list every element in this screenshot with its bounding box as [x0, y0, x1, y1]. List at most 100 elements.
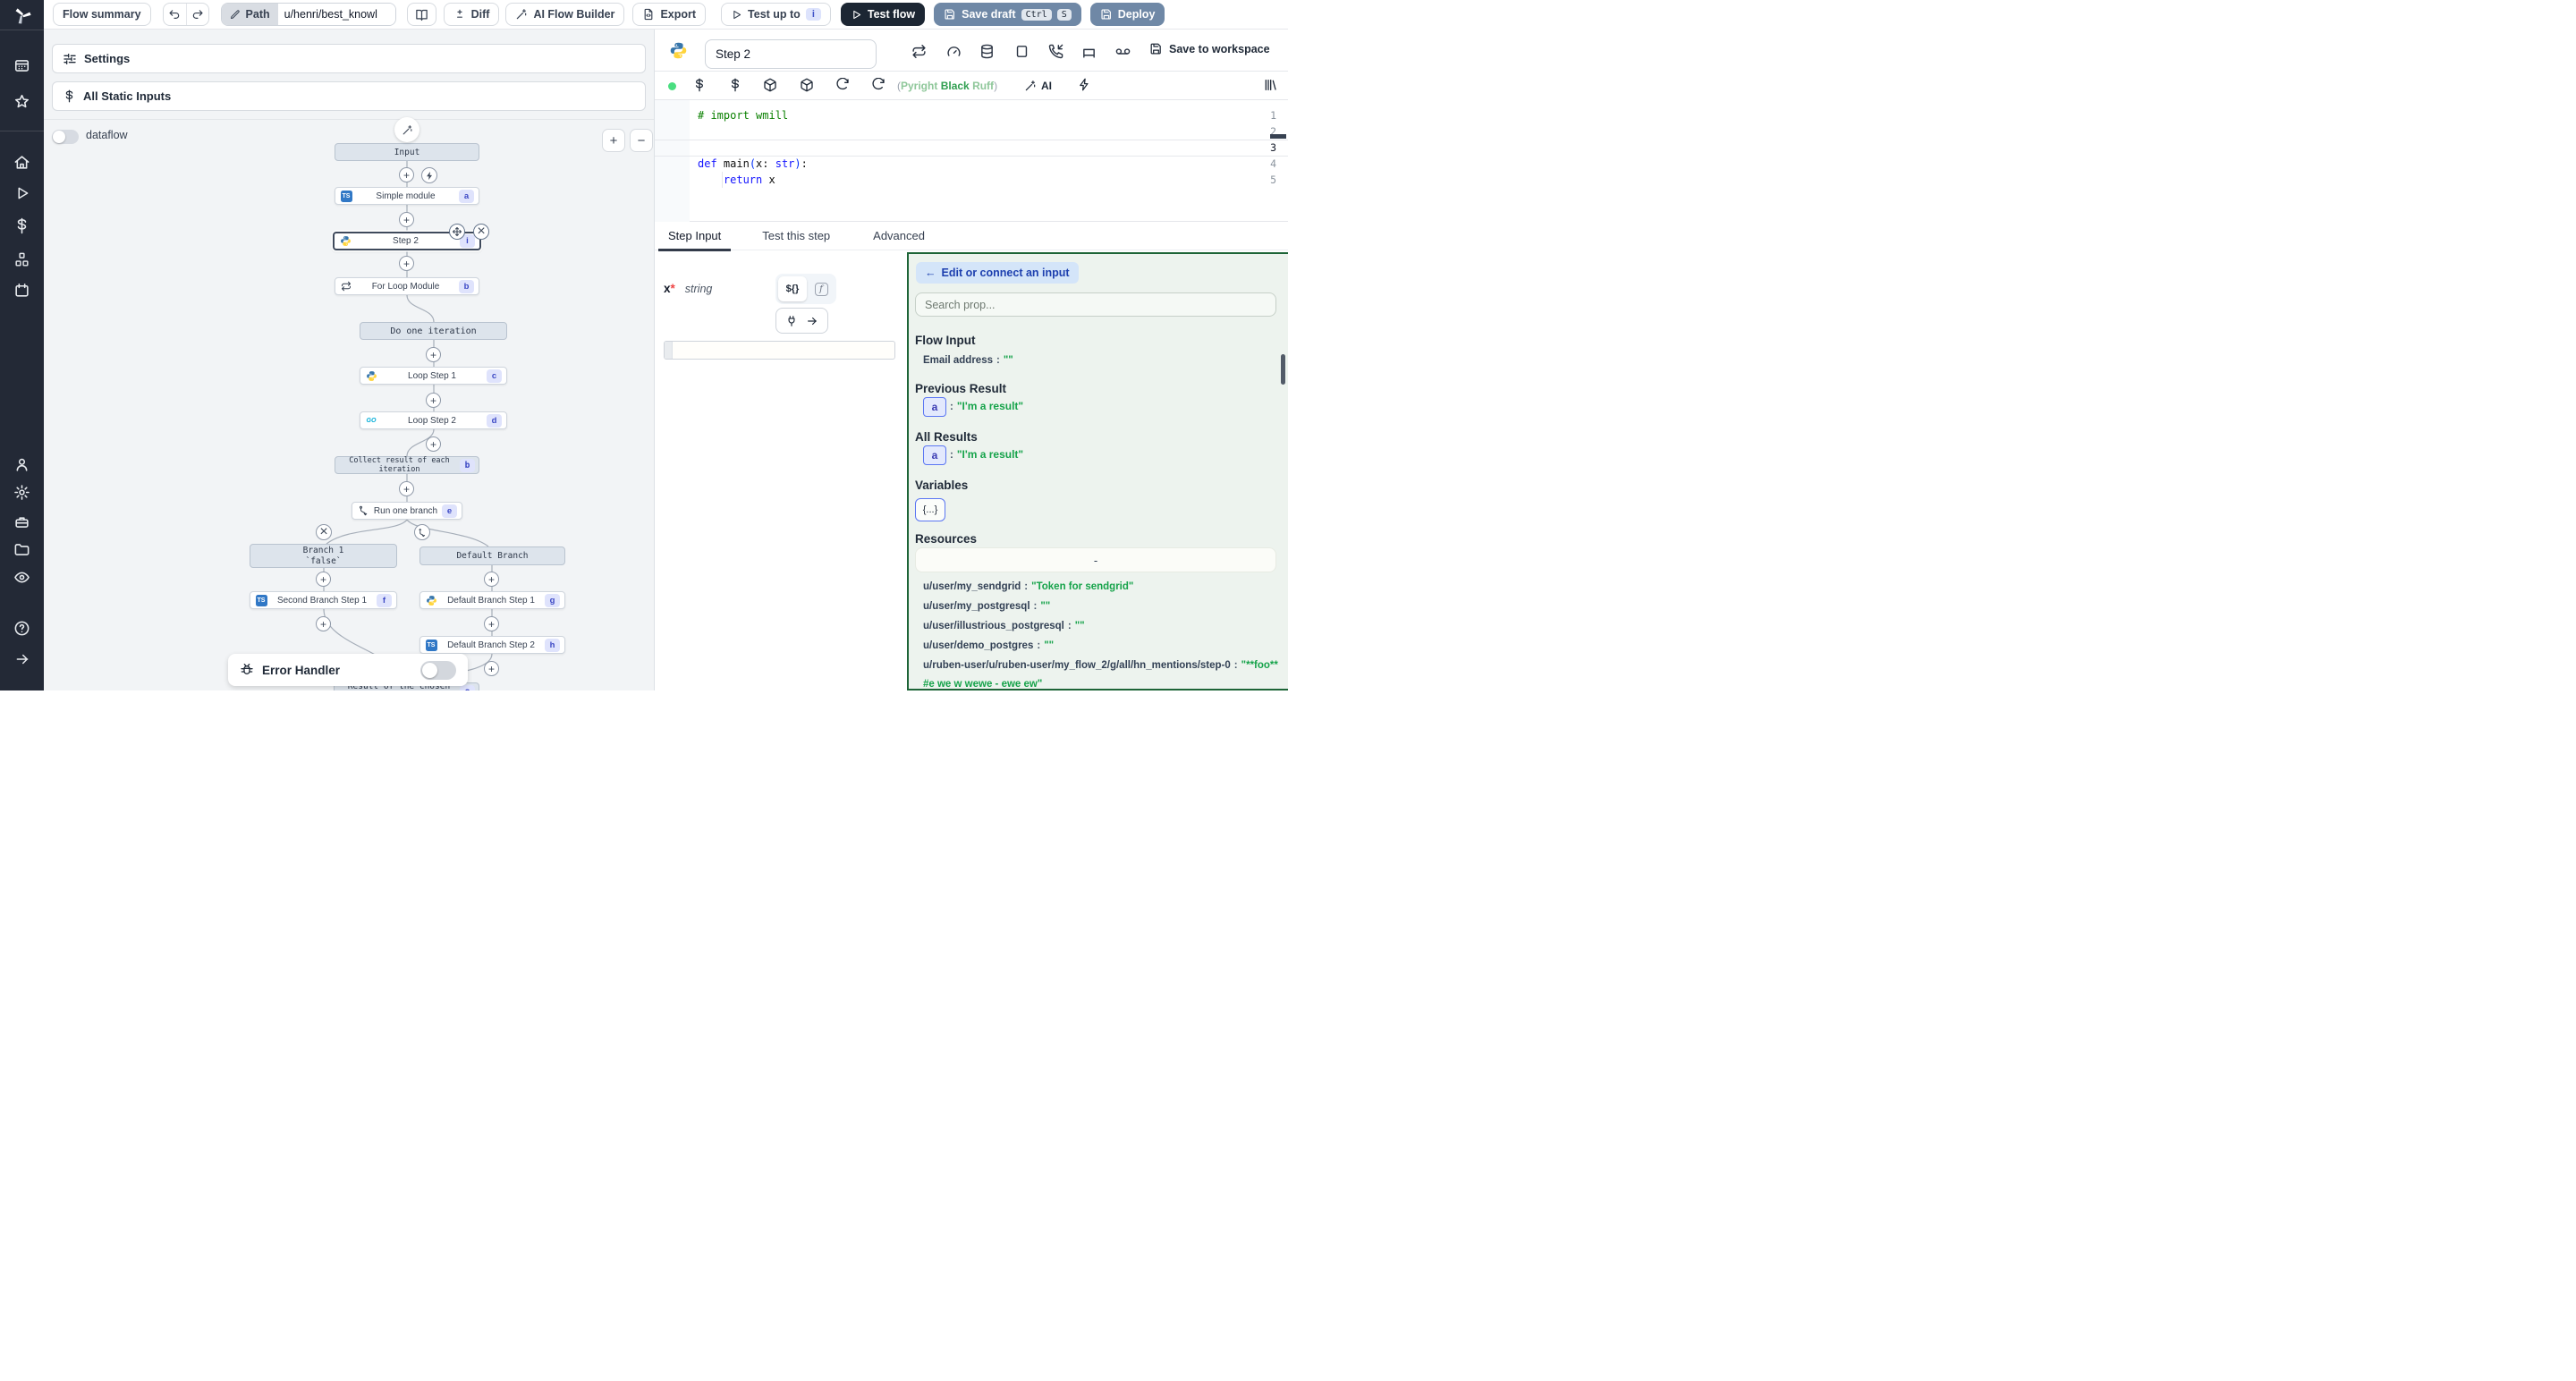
sidebar-item-favorites[interactable]: [0, 89, 44, 114]
ai-step-wand-icon[interactable]: [394, 117, 419, 142]
sidebar-expand-icon[interactable]: [0, 647, 44, 672]
editor-scrollbar-mark[interactable]: [1270, 134, 1286, 139]
flow-node-loop-step-1[interactable]: Loop Step 1 c: [360, 367, 507, 385]
resource-row[interactable]: u/user/my_postgresql:"": [923, 597, 1279, 616]
resource-row[interactable]: u/user/demo_postgres:"": [923, 637, 1279, 656]
add-step-button[interactable]: +: [426, 436, 441, 452]
sidebar-item-runs[interactable]: [0, 181, 44, 206]
diff-button[interactable]: Diff: [444, 3, 500, 26]
variables-chip[interactable]: {...}: [915, 498, 945, 521]
flow-node-for-loop[interactable]: For Loop Module b: [335, 277, 479, 295]
sidebar-item-schedules[interactable]: [0, 277, 44, 302]
package-icon[interactable]: [800, 78, 816, 94]
trigger-bolt-icon[interactable]: [421, 167, 437, 183]
connect-input-button[interactable]: [775, 308, 828, 334]
flow-summary-button[interactable]: Flow summary: [53, 3, 151, 26]
function-toggle[interactable]: f: [809, 276, 834, 301]
tab-test-this-step[interactable]: Test this step: [749, 222, 843, 250]
sidebar-item-user[interactable]: [0, 452, 44, 477]
flow-node-branch-1[interactable]: Branch 1 `false`: [250, 544, 397, 568]
test-up-to-button[interactable]: Test up to i: [721, 3, 831, 26]
add-step-button[interactable]: +: [426, 347, 441, 362]
flow-node-simple-module[interactable]: TS Simple module a: [335, 187, 479, 205]
search-prop-input[interactable]: [915, 292, 1276, 317]
add-step-button[interactable]: +: [399, 212, 414, 227]
voicemail-icon[interactable]: [1115, 44, 1131, 59]
dollar-icon[interactable]: [692, 78, 708, 94]
add-branch-icon[interactable]: [414, 524, 430, 540]
add-step-button[interactable]: +: [316, 616, 331, 631]
gauge-icon[interactable]: [946, 44, 962, 59]
sidebar-item-settings[interactable]: [0, 479, 44, 504]
sidebar-item-home[interactable]: [0, 149, 44, 174]
sidebar-item-resources[interactable]: [0, 247, 44, 272]
save-draft-button[interactable]: Save draft Ctrl S: [934, 3, 1081, 26]
flow-node-default-branch-step-1[interactable]: Default Branch Step 1 g: [419, 591, 565, 609]
sidebar-item-audit-logs[interactable]: [0, 564, 44, 589]
flow-input-row[interactable]: Email address:"": [923, 355, 1013, 366]
add-step-button[interactable]: +: [484, 661, 499, 676]
flow-node-loop-step-2[interactable]: GO Loop Step 2 d: [360, 411, 507, 429]
edit-or-connect-chip[interactable]: ← Edit or connect an input: [916, 262, 1079, 284]
frame-icon[interactable]: [1081, 44, 1097, 59]
flow-node-do-one-iteration[interactable]: Do one iteration: [360, 322, 507, 340]
bolt-icon[interactable]: [1078, 78, 1094, 94]
remove-branch-icon[interactable]: ×: [316, 524, 332, 540]
add-step-button[interactable]: +: [399, 481, 414, 496]
resource-row[interactable]: u/user/illustrious_postgresql:"": [923, 617, 1279, 636]
argument-value-input[interactable]: [664, 341, 895, 360]
template-expr-toggle[interactable]: ${}: [778, 276, 807, 301]
sidebar-item-workers[interactable]: [0, 509, 44, 534]
add-step-button[interactable]: +: [316, 572, 331, 587]
previous-result-row[interactable]: a:"I'm a result": [923, 397, 1023, 417]
flow-node-second-branch-step-1[interactable]: TS Second Branch Step 1 f: [250, 591, 397, 609]
ai-flow-builder-button[interactable]: AI Flow Builder: [505, 3, 624, 26]
windmill-logo-icon[interactable]: [0, 0, 44, 30]
path-label[interactable]: Path: [222, 4, 278, 25]
sidebar-item-apps[interactable]: [0, 53, 44, 78]
flow-node-default-branch[interactable]: Default Branch: [419, 546, 565, 565]
sidebar-item-folders[interactable]: [0, 537, 44, 562]
code-editor[interactable]: 1 2 3 4 5 # import wmill def main(x: str…: [655, 100, 1288, 222]
flow-node-input[interactable]: Input: [335, 143, 479, 161]
test-flow-button[interactable]: Test flow: [841, 3, 925, 26]
ai-assistant-button[interactable]: AI: [1024, 78, 1060, 94]
error-handler-toggle[interactable]: [420, 661, 456, 680]
resources-empty-box[interactable]: -: [915, 547, 1276, 572]
tab-step-input[interactable]: Step Input: [655, 222, 734, 250]
add-step-button[interactable]: +: [399, 256, 414, 271]
docs-button[interactable]: [407, 3, 436, 26]
rotate-icon[interactable]: [835, 78, 852, 94]
database-icon[interactable]: [979, 44, 995, 59]
sidebar-item-variables[interactable]: [0, 213, 44, 238]
resource-row[interactable]: u/ruben-user/u/ruben-user/my_flow_2/g/al…: [923, 657, 1279, 690]
export-button[interactable]: Export: [632, 3, 706, 26]
flow-node-default-branch-step-2[interactable]: TS Default Branch Step 2 h: [419, 636, 565, 654]
add-step-button[interactable]: +: [484, 616, 499, 631]
sidebar-item-help[interactable]: [0, 615, 44, 640]
dollar-icon[interactable]: [728, 78, 744, 94]
code-assistants-status[interactable]: (Pyright Black Ruff): [897, 80, 997, 92]
package-icon[interactable]: [763, 78, 779, 94]
flow-node-run-one-branch[interactable]: Run one branch e: [352, 502, 462, 520]
step-name-input[interactable]: [705, 39, 877, 69]
add-step-button[interactable]: +: [399, 167, 414, 182]
move-step-icon[interactable]: [449, 224, 465, 240]
save-to-workspace-button[interactable]: Save to workspace: [1149, 42, 1270, 55]
phone-incoming-icon[interactable]: [1048, 44, 1063, 59]
library-icon[interactable]: [1263, 78, 1279, 94]
add-step-button[interactable]: +: [484, 572, 499, 587]
scrollbar-thumb[interactable]: [1281, 354, 1285, 385]
delete-step-icon[interactable]: ×: [473, 224, 489, 240]
restart-icon[interactable]: [911, 44, 927, 59]
tab-advanced[interactable]: Advanced: [860, 222, 938, 250]
rotate-icon[interactable]: [871, 78, 887, 94]
redo-button[interactable]: [186, 4, 208, 25]
resource-row[interactable]: u/user/my_sendgrid:"Token for sendgrid": [923, 578, 1279, 597]
flow-node-collect-result[interactable]: Collect result of each iteration b: [335, 456, 479, 474]
add-step-button[interactable]: +: [426, 393, 441, 408]
path-input[interactable]: [278, 4, 395, 25]
all-results-row[interactable]: a:"I'm a result": [923, 445, 1023, 465]
deploy-button[interactable]: Deploy: [1090, 3, 1165, 26]
undo-button[interactable]: [164, 4, 186, 25]
